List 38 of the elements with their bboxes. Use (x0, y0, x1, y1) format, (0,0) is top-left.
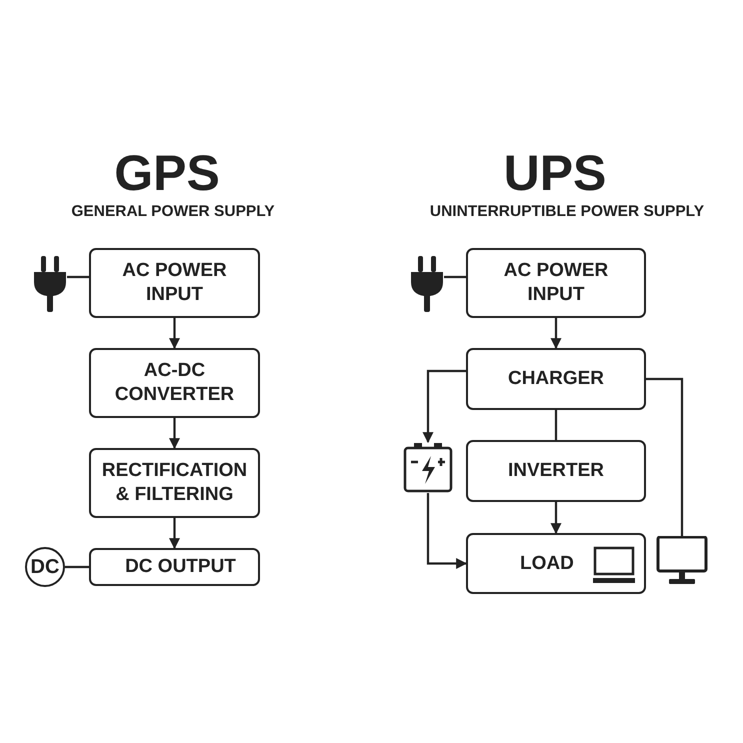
box-label: AC POWER INPUT (121, 259, 228, 307)
process-box (89, 348, 260, 418)
process-box (466, 440, 646, 502)
plug-icon (410, 256, 444, 312)
box-label: AC-DC CONVERTER (114, 359, 236, 407)
process-box (466, 248, 646, 318)
plug-icon (33, 256, 67, 312)
process-box (89, 548, 260, 586)
box-label: AC POWER INPUT (502, 259, 610, 307)
subheading: GENERAL POWER SUPPLY (71, 203, 275, 221)
heading: UPS (504, 144, 606, 202)
process-box (89, 448, 260, 518)
connector-line (67, 276, 89, 278)
arrow (169, 518, 180, 550)
connector-line (554, 410, 558, 440)
arrow (550, 502, 562, 534)
arrow (169, 318, 180, 350)
process-box (466, 533, 646, 594)
circle-node (25, 547, 65, 587)
monitor-icon (656, 536, 708, 586)
box-label: CHARGER (508, 367, 604, 391)
process-box (466, 348, 646, 410)
subheading: UNINTERRUPTIBLE POWER SUPPLY (430, 203, 704, 221)
box-label: LOAD (520, 552, 574, 576)
box-label: RECTIFICATION & FILTERING (100, 459, 248, 507)
battery-icon (403, 442, 453, 493)
heading: GPS (114, 144, 220, 202)
connector-line (444, 276, 466, 278)
arrow (169, 418, 180, 450)
process-box (89, 248, 260, 318)
box-label: INVERTER (508, 459, 604, 483)
connector-line (65, 566, 89, 568)
box-label: DC OUTPUT (125, 555, 236, 579)
connector-line (646, 378, 684, 536)
circle-text: DC (30, 555, 60, 579)
arrow (426, 493, 468, 569)
arrow (422, 370, 466, 444)
arrow (550, 318, 562, 350)
